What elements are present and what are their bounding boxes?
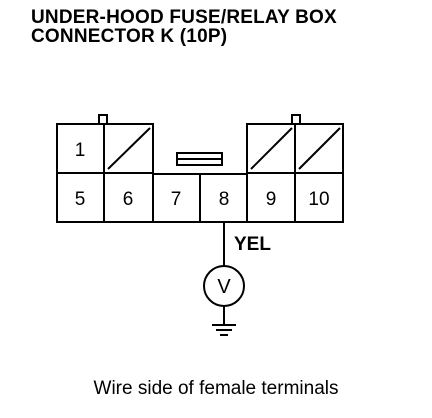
title-line-2: CONNECTOR K (10P): [31, 26, 228, 47]
diagram-title: UNDER-HOOD FUSE/RELAY BOX CONNECTOR K (1…: [31, 8, 337, 46]
right-lock-tab: [291, 114, 301, 125]
caption: Wire side of female terminals: [93, 378, 339, 399]
ground-icon: [212, 324, 236, 336]
pin-1-label: 1: [75, 140, 86, 161]
wire-color-label: YEL: [234, 234, 271, 255]
pin-7-label: 7: [171, 189, 182, 210]
pin-6-label: 6: [123, 189, 134, 210]
title-line-1: UNDER-HOOD FUSE/RELAY BOX: [31, 7, 337, 28]
pin-9-label: 9: [266, 189, 277, 210]
empty-cavity-2: [107, 127, 151, 170]
pin-10-label: 10: [308, 189, 329, 210]
empty-cavity-3: [250, 127, 293, 170]
pin-8-label: 8: [219, 189, 230, 210]
empty-cavity-4: [298, 127, 341, 170]
pin-5-label: 5: [75, 189, 86, 210]
left-lock-tab: [98, 114, 108, 125]
voltmeter-v-label: V: [217, 276, 231, 298]
